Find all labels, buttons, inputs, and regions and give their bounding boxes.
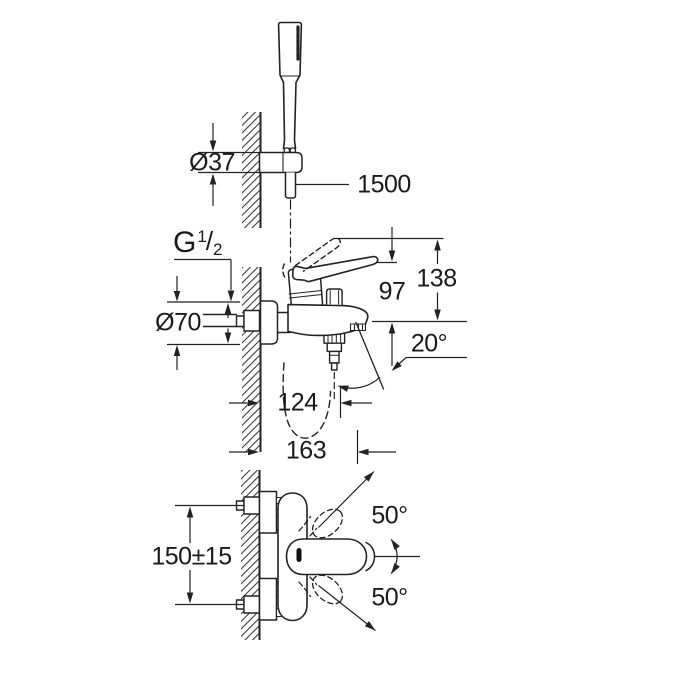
label-hose-length: 1500 bbox=[357, 170, 411, 198]
wall-bracket bbox=[258, 151, 303, 174]
label-max-projection: 163 bbox=[285, 436, 327, 465]
dim-connection-centers bbox=[175, 504, 244, 606]
hose-loop-dashed bbox=[282, 362, 332, 439]
lever-swing-positions bbox=[298, 508, 344, 605]
supply-pipe-stub bbox=[202, 309, 261, 332]
dim-max-projection bbox=[229, 430, 396, 464]
mixer-front-dimensions bbox=[175, 471, 420, 631]
stream-arc-arrow bbox=[337, 385, 349, 392]
label-connection-centers: 150±15 bbox=[148, 544, 235, 569]
rotation-arrow-up bbox=[391, 539, 400, 550]
label-spout-angle: 20° bbox=[410, 329, 448, 358]
shower-hose bbox=[284, 171, 297, 199]
spray-stream-line bbox=[355, 321, 385, 390]
shower-outlet-connector bbox=[323, 330, 346, 371]
diverter-knob bbox=[325, 288, 343, 306]
rotation-arrow-down bbox=[391, 563, 400, 574]
label-swing-down: 50° bbox=[371, 583, 408, 612]
mixer-front-view bbox=[235, 490, 376, 622]
label-total-height: 138 bbox=[416, 264, 457, 292]
hand-shower-view bbox=[258, 21, 303, 263]
lever-raised-position bbox=[282, 237, 341, 278]
mixer-body-spout bbox=[287, 303, 369, 337]
mixer-side-dimensions bbox=[167, 227, 467, 464]
wall-hatching bbox=[241, 112, 262, 640]
lever-front bbox=[285, 538, 368, 576]
dim-swing-up bbox=[318, 471, 375, 528]
hand-shower bbox=[277, 21, 303, 150]
label-swing-up: 50° bbox=[371, 501, 408, 530]
dim-heights bbox=[334, 227, 467, 366]
escutcheon bbox=[259, 300, 279, 345]
dim-thread-leader bbox=[174, 258, 235, 302]
lever-end-cap bbox=[365, 541, 376, 572]
label-spout-projection: 124 bbox=[277, 388, 318, 416]
label-thread-size: G1/2 bbox=[173, 226, 223, 259]
label-spout-to-lever-height: 97 bbox=[378, 277, 406, 305]
dim-holder-diameter bbox=[198, 123, 260, 206]
dim-swing-down bbox=[318, 585, 376, 631]
label-holder-diameter: Ø37 bbox=[189, 148, 235, 176]
lever-handle bbox=[291, 255, 379, 283]
label-escutcheon-diameter: Ø70 bbox=[155, 308, 201, 337]
mixer-side-view bbox=[202, 237, 385, 439]
dim-spout-angle-leader bbox=[391, 356, 467, 371]
dome-rings bbox=[288, 289, 323, 299]
dim-spout-projection bbox=[229, 387, 372, 418]
dim-escutcheon-diameter bbox=[167, 276, 240, 370]
lever-marker bbox=[296, 548, 302, 562]
